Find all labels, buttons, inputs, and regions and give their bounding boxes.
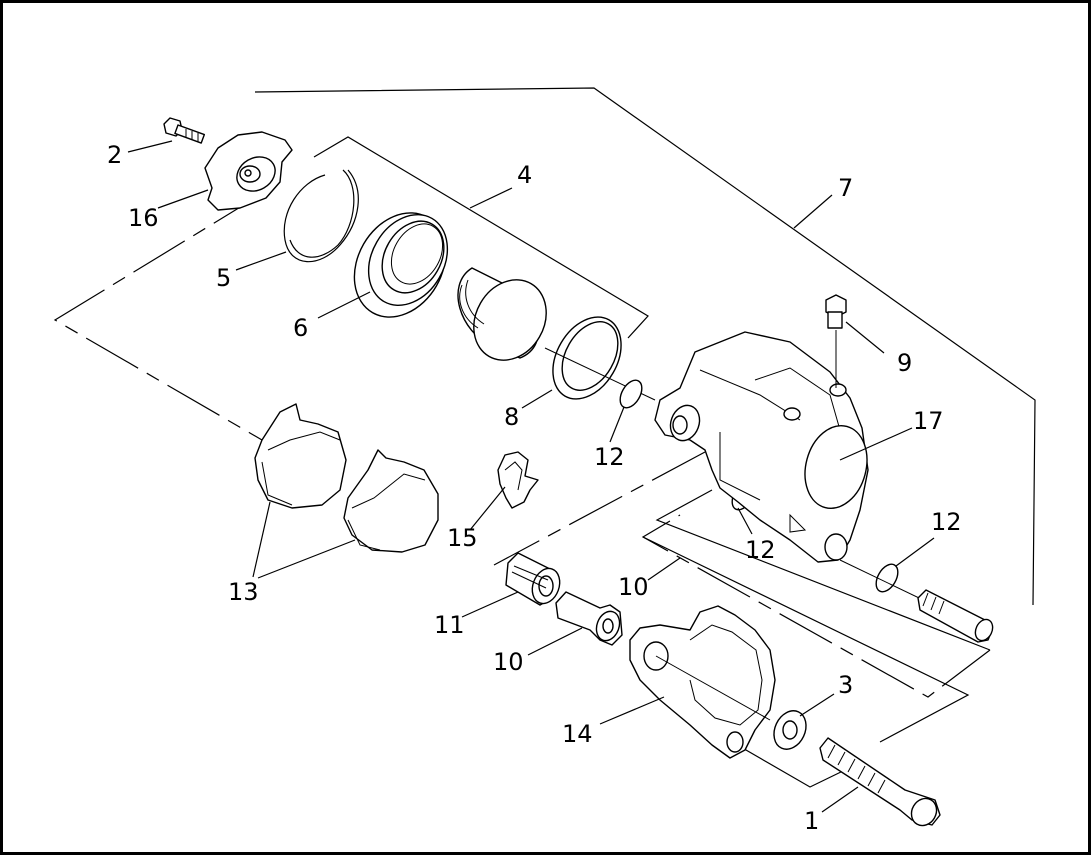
group-bracket-pads — [53, 191, 266, 441]
callout-7: 7 — [838, 174, 853, 202]
caliper-bolt-part-1 — [819, 737, 941, 827]
callout-9: 9 — [897, 349, 912, 377]
callout-17: 17 — [913, 407, 944, 435]
bolt-part-2 — [163, 117, 206, 144]
callout-8: 8 — [504, 403, 519, 431]
callout-6: 6 — [293, 314, 308, 342]
callout-13: 14 — [562, 720, 593, 748]
group-bracket-1 — [719, 734, 846, 788]
callout-3: 3 — [838, 671, 853, 699]
o-ring-part-12-lower — [875, 563, 899, 593]
group-bracket-4 — [313, 136, 649, 339]
callout-labels: 2 16 5 6 4 7 8 9 17 12 12 12 15 10 13 11… — [107, 141, 962, 835]
callout-4: 4 — [517, 161, 532, 189]
brake-pad-part-16-left — [254, 403, 347, 509]
cover-plate-part-15 — [204, 131, 293, 211]
caliper-body-part-17 — [654, 331, 991, 633]
callout-14: 15 — [447, 524, 478, 552]
washer-part-3 — [773, 710, 807, 750]
callout-12-lower: 12 — [931, 508, 962, 536]
boot-ring-part-8 — [544, 316, 656, 401]
callout-12-upper: 12 — [594, 443, 625, 471]
brake-pad-part-16-right — [343, 449, 439, 553]
callout-11: 11 — [434, 611, 465, 639]
bleeder-valve-part-9 — [825, 294, 847, 388]
seal-part-6 — [353, 212, 449, 318]
leader-lines — [127, 140, 935, 813]
group-bracket-7 — [254, 87, 1036, 606]
callout-15: 16 — [128, 204, 159, 232]
callout-12-middle: 12 — [745, 536, 776, 564]
sleeve-part-10 — [555, 591, 623, 646]
bracket-part-13 — [629, 605, 776, 759]
callout-5: 5 — [216, 264, 231, 292]
callout-16: 13 — [228, 578, 259, 606]
group-bracket-10 — [493, 451, 991, 743]
piston-part — [457, 267, 547, 361]
guide-pin-part — [917, 589, 994, 643]
retaining-ring-part-5 — [283, 169, 359, 263]
callout-10-lower: 10 — [493, 648, 524, 676]
callout-2: 2 — [107, 141, 122, 169]
bushing-part-11 — [505, 552, 561, 606]
clip-part-14 — [497, 451, 539, 509]
callout-10-upper: 10 — [618, 573, 649, 601]
callout-1: 1 — [804, 807, 819, 835]
